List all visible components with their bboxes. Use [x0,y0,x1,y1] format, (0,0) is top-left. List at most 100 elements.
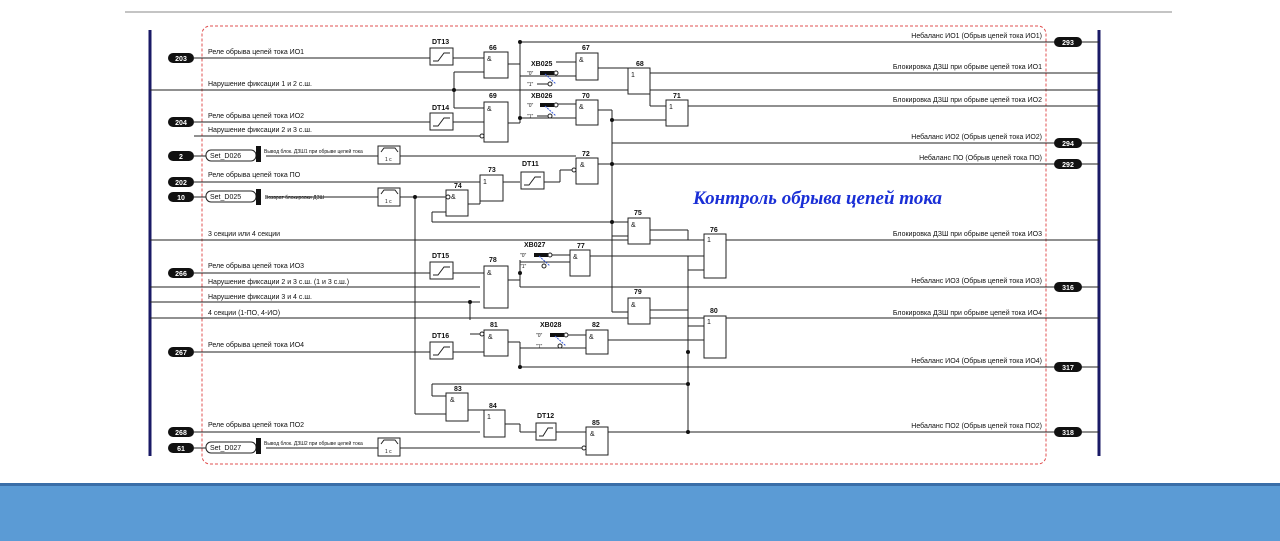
gate-77: 77 & [569,243,591,277]
gate-79: 79 & [627,289,651,325]
input-2-id: 2 [179,154,183,161]
input-204-id: 204 [175,120,187,127]
input-61-desc: Вывод блок. ДЗШ2 при обрыве цепей тока [264,440,363,447]
timer-dt14: DT14 [429,105,454,131]
input-202-id: 202 [175,180,187,187]
output-label-293: Небаланс ИО1 (Обрыв цепей тока ИО1) [911,32,1042,40]
timer-dt13-label: DT13 [432,39,449,46]
gate-78: 78 & [483,257,509,309]
gate-74-number: 74 [454,183,462,190]
gate-78-symbol: & [487,270,492,277]
gate-79-symbol: & [631,302,636,309]
timer-dt11-label: DT11 [522,161,539,168]
gate-83-symbol: & [450,397,455,404]
gate-85-symbol: & [590,431,595,438]
gate-68-symbol: 1 [631,72,635,79]
input-203-id: 203 [175,56,187,63]
input-266-label: Реле обрыва цепей тока ИО3 [208,262,304,270]
gate-66-number: 66 [489,45,497,52]
gate-70: 70 & [575,93,599,126]
input-203-label: Реле обрыва цепей тока ИО1 [208,48,304,56]
switch-xb026-label: XB026 [531,93,553,100]
output-id-316: 316 [1062,285,1074,292]
switch-xb025-one: "1" [527,82,534,88]
gate-68: 68 1 [627,61,651,95]
gate-70-symbol: & [579,104,584,111]
timer-dt15: DT15 [429,253,454,280]
gate-83-number: 83 [454,386,462,393]
gate-73-symbol: 1 [483,179,487,186]
switch-xb026-one: "1" [527,114,534,120]
gate-85-number: 85 [592,420,600,427]
input-10-label: Set_D025 [210,194,241,201]
bus-label-fix-23-13: Нарушение фиксации 2 и 3 с.ш. (1 и 3 с.ш… [208,279,349,286]
switch-xb027-one: "1" [520,264,527,270]
timer-dt16-label: DT16 [432,333,449,340]
input-2-label: Set_D026 [210,153,241,160]
output-label-294: Небаланс ИО2 (Обрыв цепей тока ИО2) [911,133,1042,141]
timer-dt12-label: DT12 [537,413,554,420]
gate-79-number: 79 [634,289,642,296]
input-266-id: 266 [175,271,187,278]
bus-label-sections: 3 секции или 4 секции [208,231,280,238]
gate-81-number: 81 [490,322,498,329]
input-268: 268 Реле обрыва цепей тока ПО2 [168,421,480,437]
input-204: 204 Реле обрыва цепей тока ИО2 [168,112,430,127]
gate-76: 76 1 [703,227,1099,279]
input-10-desc: Возврат блокировки ДЗШ [265,195,325,201]
input-268-label: Реле обрыва цепей тока ПО2 [208,421,304,429]
gate-72: 72 & [571,151,599,185]
gate-82-symbol: & [589,334,594,341]
input-267: 267 Реле обрыва цепей тока ИО4 [168,341,430,357]
gate-80-symbol: 1 [707,319,711,326]
input-2-desc: Вывод блок. ДЗШ1 при обрыве цепей тока [264,148,363,155]
gate-82-number: 82 [592,322,600,329]
gate-84-symbol: 1 [487,414,491,421]
gate-75-number: 75 [634,210,642,217]
gate-66: 66 & [483,45,509,79]
output-label-block-io3: Блокировка ДЗШ при обрыве цепей тока ИО3 [893,230,1042,238]
gate-71-number: 71 [673,93,681,100]
gate-69-number: 69 [489,93,497,100]
output-label-block-io2: Блокировка ДЗШ при обрыве цепей тока ИО2 [893,96,1042,104]
outputs: Небаланс ИО1 (Обрыв цепей тока ИО1) 293 … [520,32,1099,437]
output-id-317: 317 [1062,365,1074,372]
gate-72-number: 72 [582,151,590,158]
input-61-id: 61 [177,446,185,453]
switch-xb028: XB028 "0" "1" [536,322,586,350]
input-2: 2 Set_D026 Вывод блок. ДЗШ1 при обрыве ц… [168,146,363,162]
input-203: 203 Реле обрыва цепей тока ИО1 [168,48,430,63]
gate-67: 67 & [575,45,599,81]
output-id-294: 294 [1062,141,1074,148]
gate-73: 73 1 [479,167,504,202]
gate-77-symbol: & [573,254,578,261]
timer-dt15-label: DT15 [432,253,449,260]
switch-xb027-label: XB027 [524,242,546,249]
output-label-318: Небаланс ПО2 (Обрыв цепей тока ПО2) [911,422,1042,430]
switch-xb025-zero: "0" [527,71,534,77]
switch-xb025: XB025 "0" "1" [527,61,559,88]
input-202-label: Реле обрыва цепей тока ПО [208,171,301,179]
timer-dt16: DT16 [429,333,454,360]
junction-dots [413,40,690,434]
output-label-block-io1: Блокировка ДЗШ при обрыве цепей тока ИО1 [893,63,1042,71]
input-61: 61 Set_D027 Вывод блок. ДЗШ2 при обрыве … [168,438,363,454]
diagram-title: Контроль обрыва цепей тока [692,188,942,209]
pulse-timer-1-delay: 1 c [385,157,392,163]
pulse-timer-2: 1 c [266,187,401,207]
switch-xb028-one: "1" [536,344,543,350]
output-label-block-io4: Блокировка ДЗШ при обрыве цепей тока ИО4 [893,309,1042,317]
input-61-label: Set_D027 [210,445,241,452]
timer-dt14-label: DT14 [432,105,449,112]
gate-67-number: 67 [582,45,590,52]
switch-xb027-zero: "0" [520,253,527,259]
switch-xb026-zero: "0" [527,103,534,109]
gate-74: 74 & [445,183,469,217]
gate-81: 81 & [479,322,509,357]
timer-dt12: DT12 [535,413,557,441]
gate-73-number: 73 [488,167,496,174]
gate-80: 80 1 [703,308,1099,359]
bus-label-4sections: 4 секции (1-ПО, 4-ИО) [208,310,280,317]
